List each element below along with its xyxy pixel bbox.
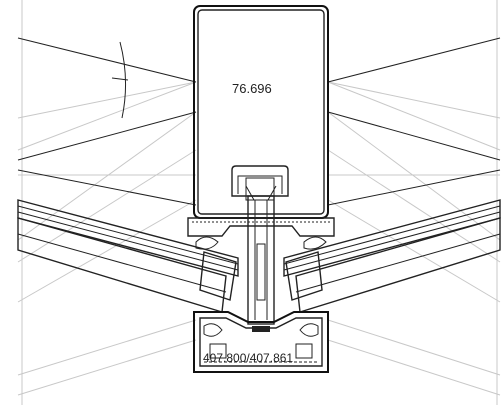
base-profile: 407.800/407.861 — [193, 311, 329, 373]
rafter-section: 76.696 — [193, 5, 329, 219]
screw-channel — [231, 165, 289, 201]
construction-lines — [17, 0, 501, 405]
profile-label: 407.800/407.861 — [203, 351, 293, 365]
rafter-outline-lines — [17, 37, 501, 206]
angle-arc — [111, 41, 129, 119]
gasket-band — [187, 217, 335, 250]
rafter-label: 76.696 — [232, 81, 272, 96]
right-glazing-panel — [283, 199, 501, 313]
bolt — [245, 185, 277, 325]
